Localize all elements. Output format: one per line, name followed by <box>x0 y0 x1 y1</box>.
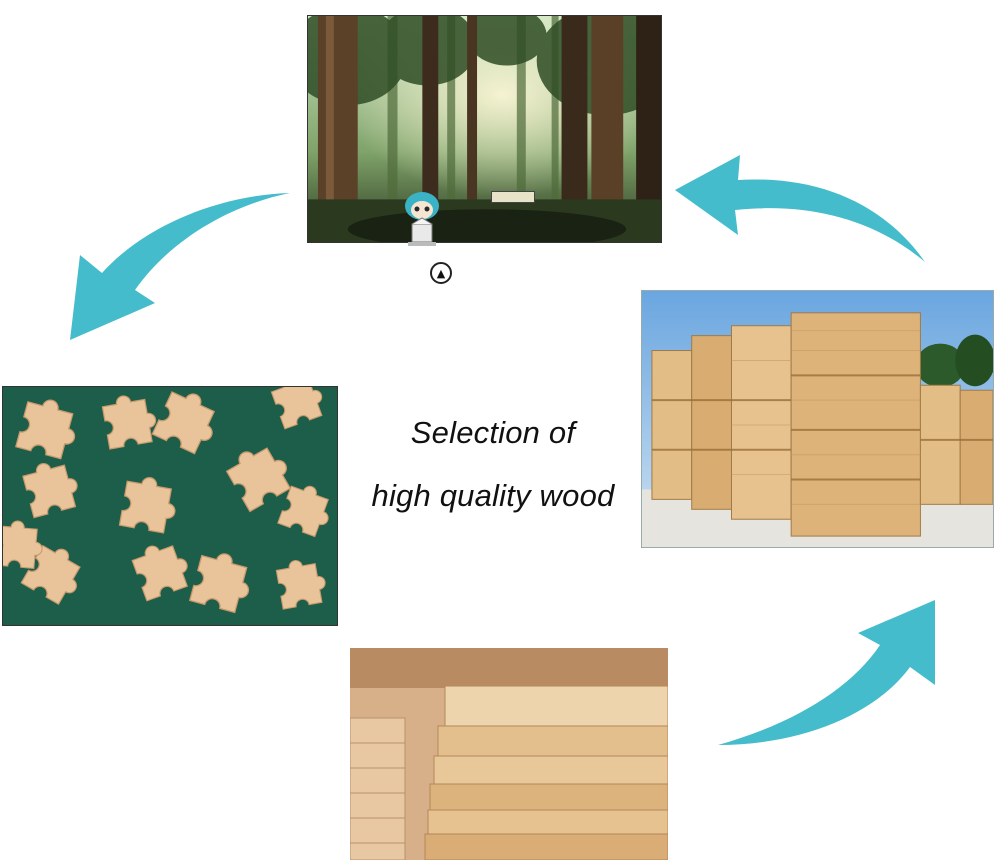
wood-boards-photo <box>350 648 668 860</box>
puzzle-pieces-photo <box>2 386 338 626</box>
mascot-logo-icon <box>402 190 442 254</box>
arrow-up-left-icon <box>675 155 925 262</box>
arrow-up-right-icon <box>718 600 935 745</box>
arrow-down-left-icon <box>70 193 290 340</box>
caption-line-2: high quality wood <box>371 478 615 513</box>
lumber-stack-photo <box>641 290 994 548</box>
up-arrow-circle-icon[interactable]: ▲ <box>430 262 452 284</box>
sign-board <box>491 191 535 203</box>
caption-line-1: Selection of <box>410 415 576 450</box>
forest-photo <box>307 15 662 243</box>
